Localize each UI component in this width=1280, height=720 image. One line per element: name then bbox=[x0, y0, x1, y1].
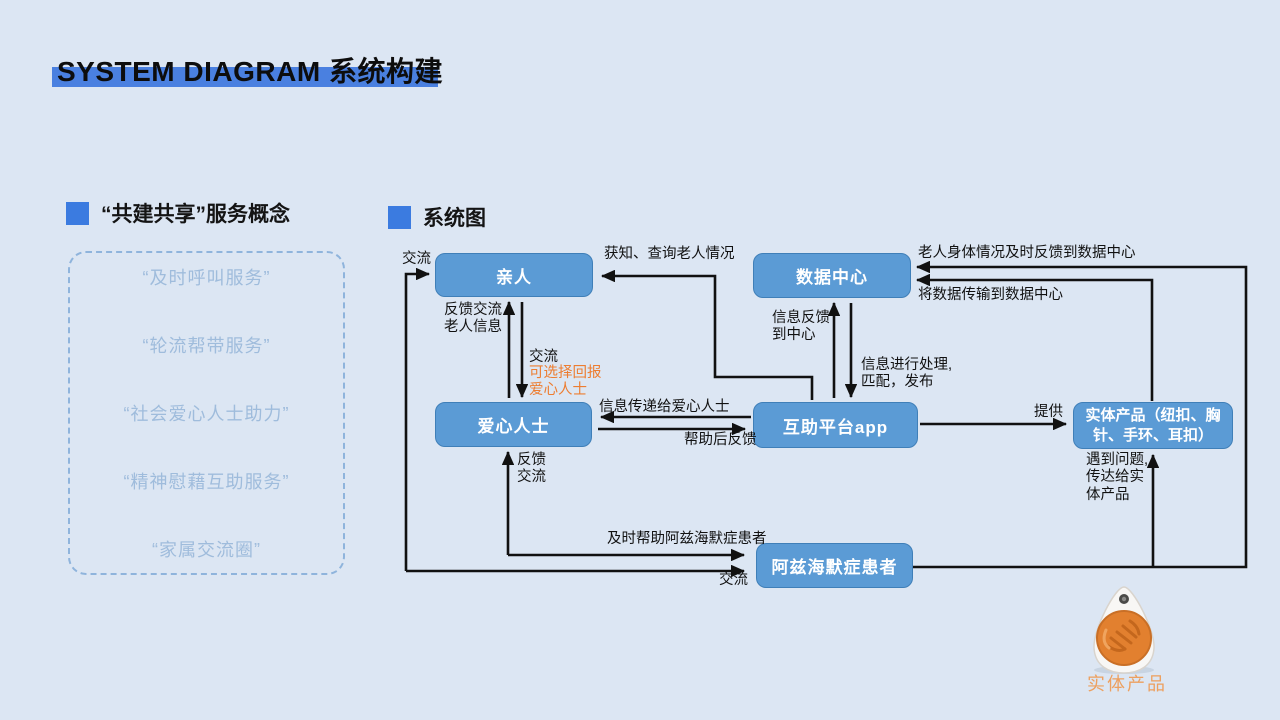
bullet-square-icon bbox=[66, 201, 89, 225]
edge-label-provide: 提供 bbox=[1034, 404, 1063, 420]
edge-label-elder-condition-feedback: 老人身体情况及时反馈到数据中心 bbox=[918, 245, 1136, 261]
node-family: 亲人 bbox=[435, 253, 593, 297]
edge-label-communicate-top: 交流 bbox=[402, 251, 431, 267]
list-item: “社会爱心人士助力” bbox=[123, 404, 290, 424]
handshake-icon bbox=[1093, 586, 1155, 674]
node-volunteers: 爱心人士 bbox=[435, 402, 592, 447]
edge-label-info-feedback-center: 信息反馈 到中心 bbox=[772, 310, 830, 344]
concept-list-box: “及时呼叫服务” “轮流帮带服务” “社会爱心人士助力” “精神慰藉互助服务” … bbox=[68, 251, 345, 575]
edge-label-communicate-mid: 交流 bbox=[529, 349, 558, 365]
edge-label-transmit-to-center: 将数据传输到数据中心 bbox=[918, 287, 1063, 303]
page-title: SYSTEM DIAGRAM 系统构建 bbox=[57, 56, 443, 87]
list-item: “及时呼叫服务” bbox=[142, 268, 271, 288]
concept-heading-text: “共建共享”服务概念 bbox=[101, 203, 290, 226]
diagram-heading-text: 系统图 bbox=[423, 207, 486, 230]
list-item: “家属交流圈” bbox=[152, 540, 261, 560]
node-physical-product: 实体产品（纽扣、胸针、手环、耳扣） bbox=[1073, 402, 1233, 449]
edge-label-problem-relay: 遇到问题, 传达给实 体产品 bbox=[1086, 452, 1149, 503]
edge-label-info-to-volunteers: 信息传递给爱心人士 bbox=[599, 399, 730, 415]
list-item: “轮流帮带服务” bbox=[142, 336, 271, 356]
edge-label-optional-reward: 可选择回报 爱心人士 bbox=[529, 365, 602, 399]
edge-label-learn-query: 获知、查询老人情况 bbox=[604, 246, 735, 262]
edge-label-feedback-communicate: 反馈 交流 bbox=[517, 452, 546, 486]
concept-section-heading: “共建共享”服务概念 bbox=[66, 198, 290, 228]
node-data-center: 数据中心 bbox=[753, 253, 911, 298]
slide-title-block: SYSTEM DIAGRAM 系统构建 bbox=[52, 50, 448, 90]
bullet-square-icon bbox=[388, 205, 411, 229]
edge-label-communicate-bottom: 交流 bbox=[719, 572, 748, 588]
diagram-section-heading: 系统图 bbox=[388, 202, 486, 232]
pendant-label: 实体产品 bbox=[1087, 674, 1167, 694]
list-item: “精神慰藉互助服务” bbox=[123, 472, 290, 492]
edge-label-timely-help-patient: 及时帮助阿兹海默症患者 bbox=[607, 531, 767, 547]
edge-label-feedback-after-help: 帮助后反馈 bbox=[684, 432, 757, 448]
node-alzheimer-patient: 阿兹海默症患者 bbox=[756, 543, 913, 588]
edge-label-info-processing: 信息进行处理, 匹配，发布 bbox=[861, 357, 953, 391]
title-highlight-bar bbox=[52, 67, 438, 87]
edge-label-feedback-elder-info: 反馈交流 老人信息 bbox=[444, 302, 502, 336]
node-platform-app: 互助平台app bbox=[753, 402, 918, 448]
